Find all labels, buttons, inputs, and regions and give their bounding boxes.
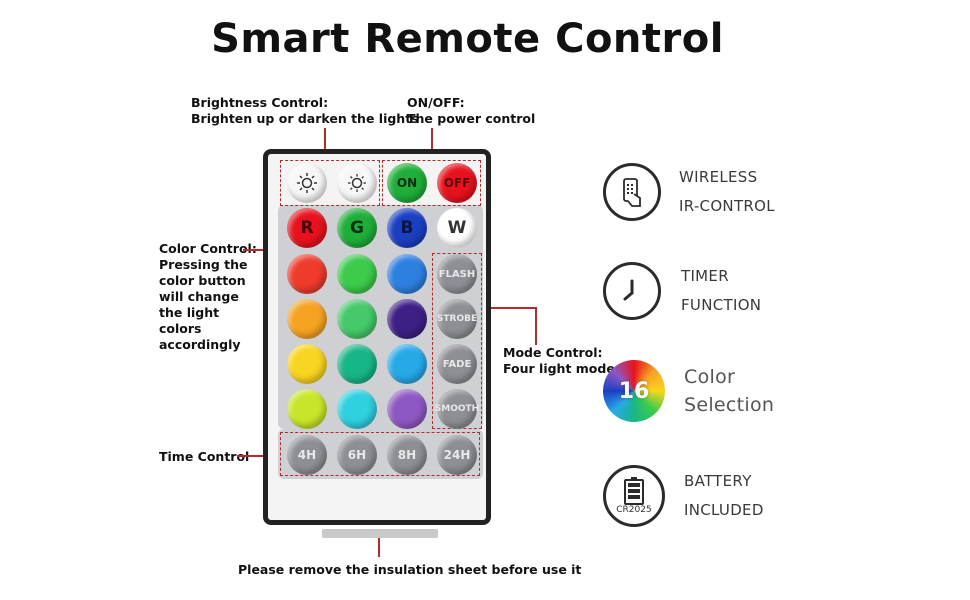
smooth-mode-button[interactable]: SMOOTH bbox=[435, 389, 479, 429]
onoff-leader-line bbox=[431, 128, 433, 160]
feature-color-text: Color Selection bbox=[684, 363, 774, 419]
timer-group bbox=[280, 432, 480, 476]
onoff-group bbox=[382, 160, 481, 206]
color-button-aqua[interactable] bbox=[337, 389, 377, 429]
color-button-red-orange[interactable] bbox=[287, 254, 327, 294]
page-title: Smart Remote Control bbox=[211, 16, 724, 62]
feature-battery-text: BATTERY INCLUDED bbox=[684, 467, 764, 525]
feature-wireless-line1: WIRELESS bbox=[679, 168, 758, 186]
sun-dim-icon bbox=[348, 174, 366, 192]
time-callout: Time Control bbox=[159, 449, 249, 465]
red-button[interactable]: R bbox=[287, 208, 327, 248]
color-leader-line bbox=[243, 249, 280, 251]
brightness-down-button[interactable] bbox=[337, 163, 377, 203]
color-button-sky-blue[interactable] bbox=[387, 254, 427, 294]
flash-mode-button[interactable]: FLASH bbox=[437, 254, 477, 294]
feature-timer-line1: TIMER bbox=[681, 267, 729, 285]
mode-callout-heading: Mode Control: bbox=[503, 345, 603, 360]
insulation-tab[interactable] bbox=[322, 529, 438, 538]
color-button-mint[interactable] bbox=[337, 299, 377, 339]
color-button-lime[interactable] bbox=[287, 389, 327, 429]
feature-wireless-line2: IR-CONTROL bbox=[679, 197, 775, 215]
onoff-callout-text: The power control bbox=[407, 111, 536, 126]
fade-mode-button[interactable]: FADE bbox=[437, 344, 477, 384]
feature-wireless-text: WIRELESS IR-CONTROL bbox=[679, 163, 775, 221]
clock-icon bbox=[603, 262, 661, 320]
battery-icon: CR2025 bbox=[603, 465, 665, 527]
timer-8h-button[interactable]: 8H bbox=[387, 435, 427, 475]
brightness-callout-text: Brighten up or darken the lights bbox=[191, 111, 419, 126]
mode-callout-text: Four light modes bbox=[503, 361, 623, 376]
color-callout: Color Control: Pressing the color button… bbox=[159, 241, 259, 353]
time-leader-line bbox=[237, 455, 280, 457]
white-button[interactable]: W bbox=[437, 208, 477, 248]
feature-wireless: WIRELESS IR-CONTROL bbox=[603, 163, 775, 221]
timer-4h-button[interactable]: 4H bbox=[287, 435, 327, 475]
power-off-button[interactable]: OFF bbox=[437, 163, 477, 203]
color-button-purple[interactable] bbox=[387, 389, 427, 429]
feature-timer-line2: FUNCTION bbox=[681, 296, 762, 314]
feature-timer: TIMER FUNCTION bbox=[603, 262, 761, 320]
color-callout-text: Pressing the color button will change th… bbox=[159, 257, 248, 352]
feature-color: 16 Color Selection bbox=[603, 360, 774, 422]
onoff-callout-heading: ON/OFF: bbox=[407, 95, 465, 110]
insulation-note: Please remove the insulation sheet befor… bbox=[238, 562, 582, 577]
color-button-orange[interactable] bbox=[287, 299, 327, 339]
brightness-callout-heading: Brightness Control: bbox=[191, 95, 329, 110]
timer-24h-button[interactable]: 24H bbox=[437, 435, 477, 475]
color-callout-heading: Color Control: bbox=[159, 241, 257, 256]
mode-leader-line-h bbox=[483, 307, 536, 309]
brightness-up-button[interactable] bbox=[287, 163, 327, 203]
color-button-yellow[interactable] bbox=[287, 344, 327, 384]
green-button[interactable]: G bbox=[337, 208, 377, 248]
color-button-light-green[interactable] bbox=[337, 254, 377, 294]
mode-leader-line-v bbox=[535, 307, 537, 345]
sun-bright-icon bbox=[297, 173, 317, 193]
brightness-callout: Brightness Control: Brighten up or darke… bbox=[191, 95, 419, 127]
insulation-leader-line bbox=[378, 535, 380, 557]
power-on-button[interactable]: ON bbox=[387, 163, 427, 203]
color-button-teal[interactable] bbox=[337, 344, 377, 384]
battery-model-badge: CR2025 bbox=[616, 505, 652, 515]
mode-callout: Mode Control: Four light modes bbox=[503, 345, 622, 377]
color-wheel-icon: 16 bbox=[603, 360, 665, 422]
remote-hand-icon bbox=[603, 163, 661, 221]
color-button-cyan[interactable] bbox=[387, 344, 427, 384]
timer-6h-button[interactable]: 6H bbox=[337, 435, 377, 475]
strobe-mode-button[interactable]: STROBE bbox=[437, 299, 477, 339]
color-button-indigo[interactable] bbox=[387, 299, 427, 339]
brightness-leader-line bbox=[324, 128, 326, 160]
color-count-badge: 16 bbox=[618, 378, 650, 404]
feature-battery-line1: BATTERY bbox=[684, 472, 752, 490]
feature-color-line1: Color bbox=[684, 366, 736, 388]
feature-battery-line2: INCLUDED bbox=[684, 501, 764, 519]
feature-battery: CR2025 BATTERY INCLUDED bbox=[603, 465, 764, 527]
blue-button[interactable]: B bbox=[387, 208, 427, 248]
onoff-callout: ON/OFF: The power control bbox=[407, 95, 535, 127]
brightness-group bbox=[280, 160, 380, 206]
feature-color-line2: Selection bbox=[684, 394, 775, 416]
time-callout-heading: Time Control bbox=[159, 449, 250, 464]
feature-timer-text: TIMER FUNCTION bbox=[681, 262, 761, 320]
